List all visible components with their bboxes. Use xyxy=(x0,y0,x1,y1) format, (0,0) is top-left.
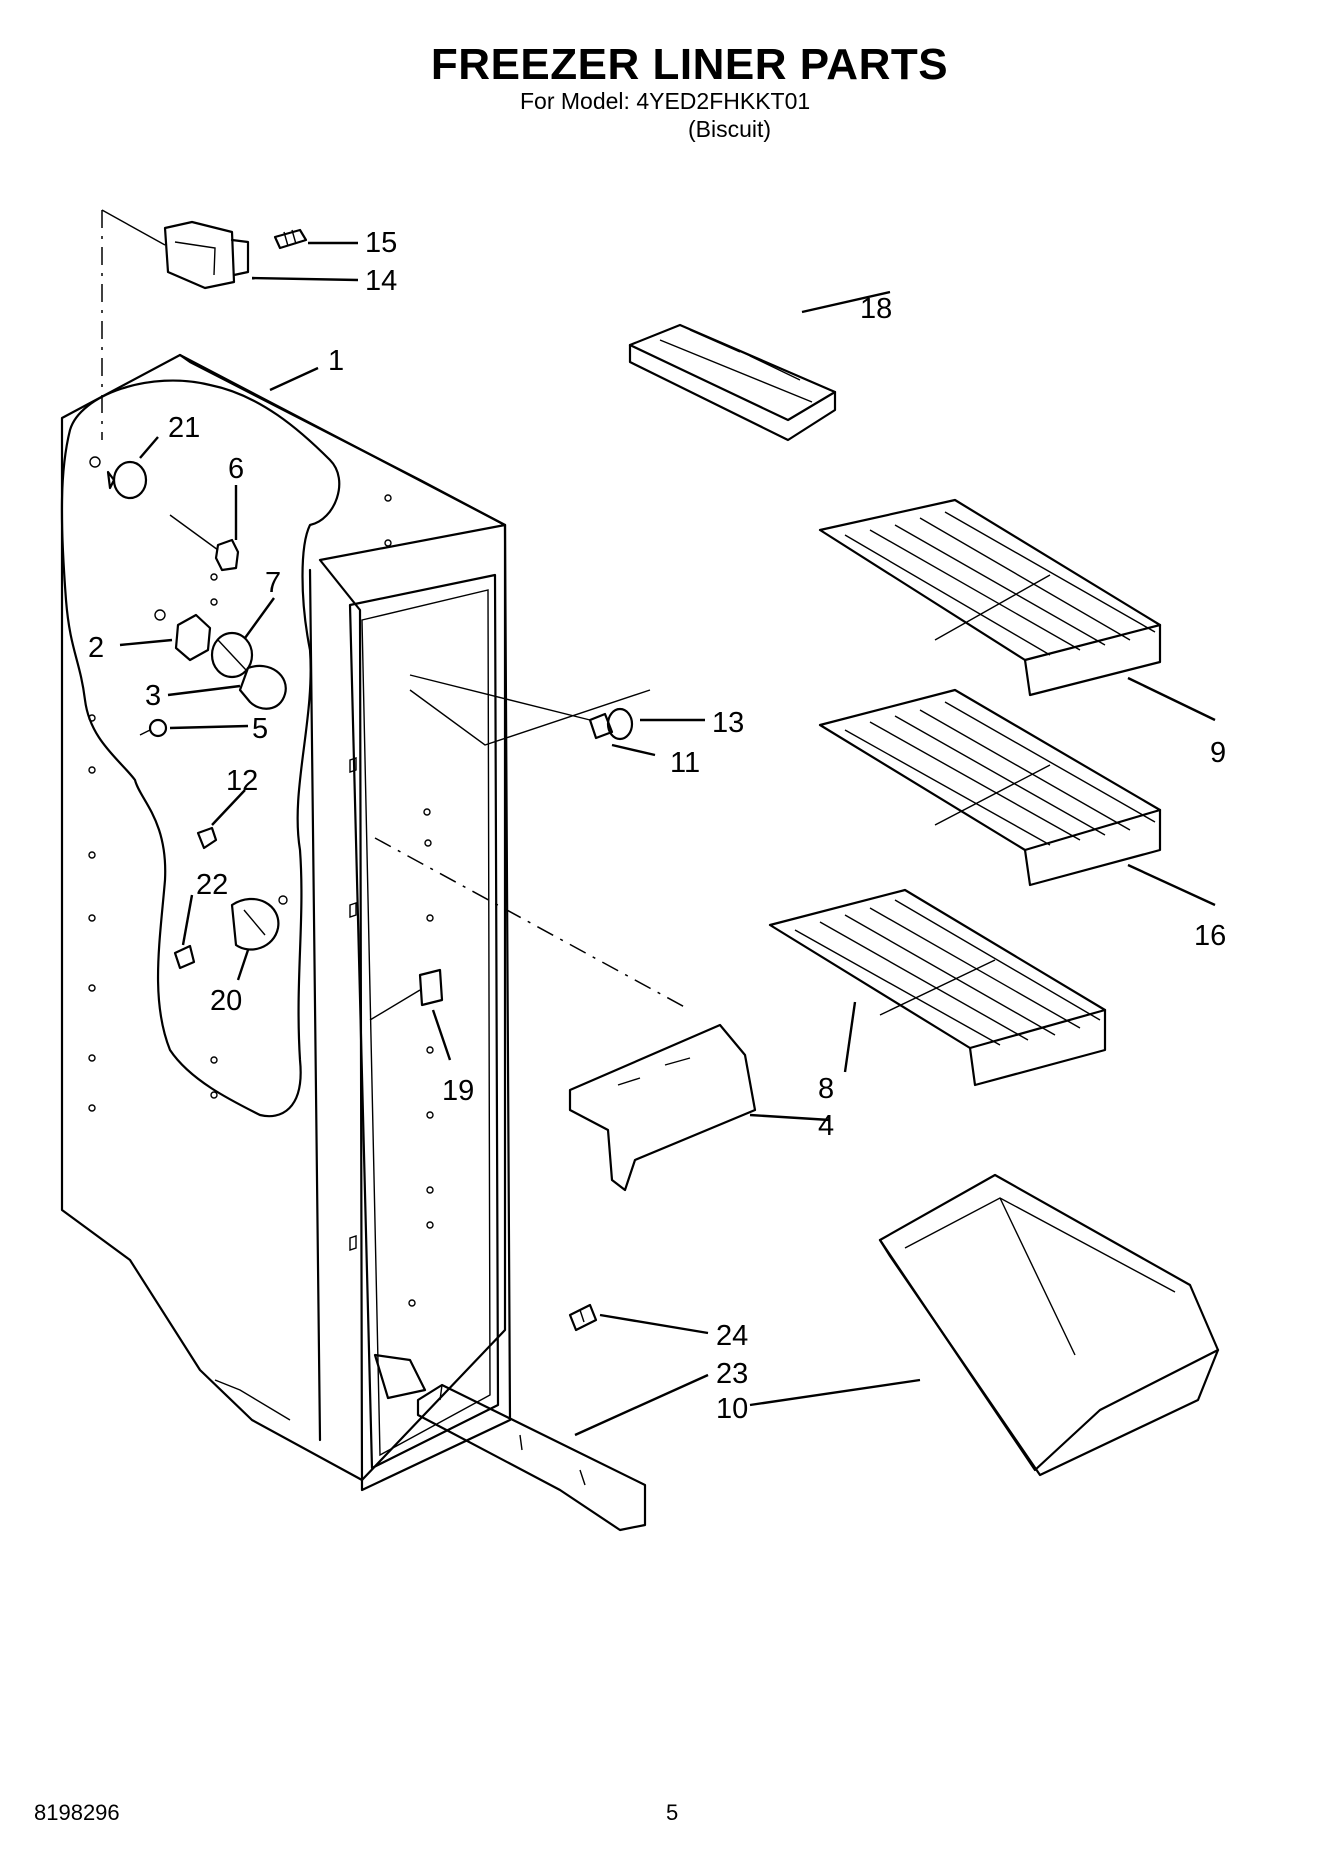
callout-2: 2 xyxy=(88,632,104,664)
callout-12: 12 xyxy=(226,765,258,797)
callout-4: 4 xyxy=(818,1110,834,1142)
page-number: 5 xyxy=(666,1800,679,1825)
page-title: FREEZER LINER PARTS xyxy=(430,40,949,89)
base-part-23 xyxy=(416,1383,647,1532)
callout-10: 10 xyxy=(716,1393,748,1425)
screw-part-24 xyxy=(568,1303,598,1332)
ice-tray-part-18 xyxy=(628,323,837,442)
plug-part-21 xyxy=(89,456,148,500)
model-line: For Model: 4YED2FHKKT01 xyxy=(520,88,811,114)
shelf-part-16 xyxy=(818,688,1162,887)
callout-23: 23 xyxy=(716,1358,748,1390)
callout-24: 24 xyxy=(716,1320,748,1352)
leader-lines xyxy=(119,241,1216,1437)
switch-part-5 xyxy=(139,718,168,738)
shelf-part-9 xyxy=(818,498,1162,697)
light-housing-part-14 xyxy=(163,220,250,290)
light-bulb-part-3 xyxy=(238,664,287,710)
clip-part-19 xyxy=(369,968,444,1021)
callout-11: 11 xyxy=(670,747,700,779)
callout-18: 18 xyxy=(860,293,892,325)
screw-part-15 xyxy=(273,228,308,250)
screw-part-11 xyxy=(588,712,614,740)
screw-part-22 xyxy=(173,944,196,970)
callout-16: 16 xyxy=(1194,920,1226,952)
callout-6: 6 xyxy=(228,453,244,485)
callout-5: 5 xyxy=(252,713,268,745)
callout-15: 15 xyxy=(365,227,397,259)
cover-part-4 xyxy=(568,1023,757,1192)
bin-part-10 xyxy=(878,1173,1220,1477)
document-number: 8198296 xyxy=(34,1800,120,1825)
callout-8: 8 xyxy=(818,1073,834,1105)
callout-14: 14 xyxy=(365,265,397,297)
callout-1: 1 xyxy=(328,345,344,377)
shelf-part-8 xyxy=(768,888,1107,1087)
callout-13: 13 xyxy=(712,707,744,739)
fitting-part-13 xyxy=(606,707,634,741)
color-note: (Biscuit) xyxy=(688,116,772,142)
callout-3: 3 xyxy=(145,680,161,712)
freezer-liner xyxy=(60,353,512,1492)
callout-19: 19 xyxy=(442,1075,474,1107)
clip-part-12 xyxy=(196,826,218,850)
control-part-20 xyxy=(230,895,288,951)
callout-7: 7 xyxy=(265,567,281,599)
light-shield-part-7 xyxy=(210,631,254,679)
callout-21: 21 xyxy=(168,412,200,444)
light-socket-part-2 xyxy=(154,609,212,662)
clip-part-6 xyxy=(169,514,240,572)
callout-20: 20 xyxy=(210,985,242,1017)
callout-22: 22 xyxy=(196,869,228,901)
callout-9: 9 xyxy=(1210,737,1226,769)
